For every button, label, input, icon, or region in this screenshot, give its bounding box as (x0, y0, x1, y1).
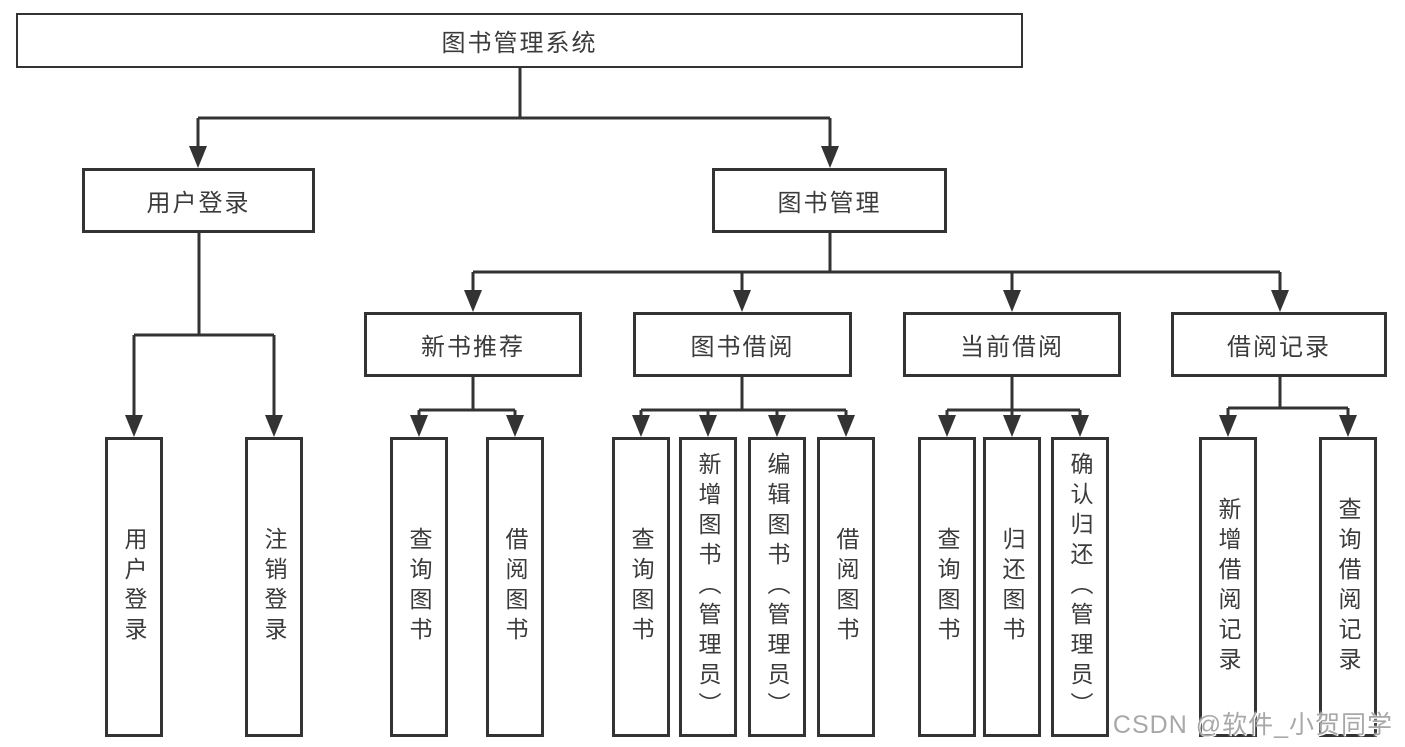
node-borrow-books-recommend: 借阅图书 (486, 437, 544, 737)
node-library-management-system: 图书管理系统 (16, 13, 1023, 68)
csdn-watermark: CSDN @软件_小贺同学 (1112, 711, 1393, 739)
node-edit-books-admin: 编辑图书（管理员） (748, 437, 806, 737)
node-confirm-return-admin: 确认归还（管理员） (1051, 437, 1109, 737)
node-query-books-recommend: 查询图书 (390, 437, 448, 737)
node-query-borrow-record: 查询借阅记录 (1319, 437, 1377, 737)
node-user-login: 用户登录 (105, 437, 163, 737)
node-borrow-records: 借阅记录 (1171, 312, 1387, 377)
node-query-books-borrow: 查询图书 (612, 437, 670, 737)
node-return-books: 归还图书 (983, 437, 1041, 737)
node-add-borrow-record: 新增借阅记录 (1199, 437, 1257, 737)
node-borrow-books: 借阅图书 (817, 437, 875, 737)
node-book-management-module: 图书管理 (712, 168, 947, 233)
node-new-book-recommend: 新书推荐 (364, 312, 582, 377)
node-user-login-module: 用户登录 (82, 168, 315, 233)
node-logout: 注销登录 (245, 437, 303, 737)
node-current-borrow: 当前借阅 (903, 312, 1121, 377)
node-query-books-current: 查询图书 (918, 437, 976, 737)
node-add-books-admin: 新增图书（管理员） (679, 437, 737, 737)
node-book-borrow: 图书借阅 (633, 312, 852, 377)
